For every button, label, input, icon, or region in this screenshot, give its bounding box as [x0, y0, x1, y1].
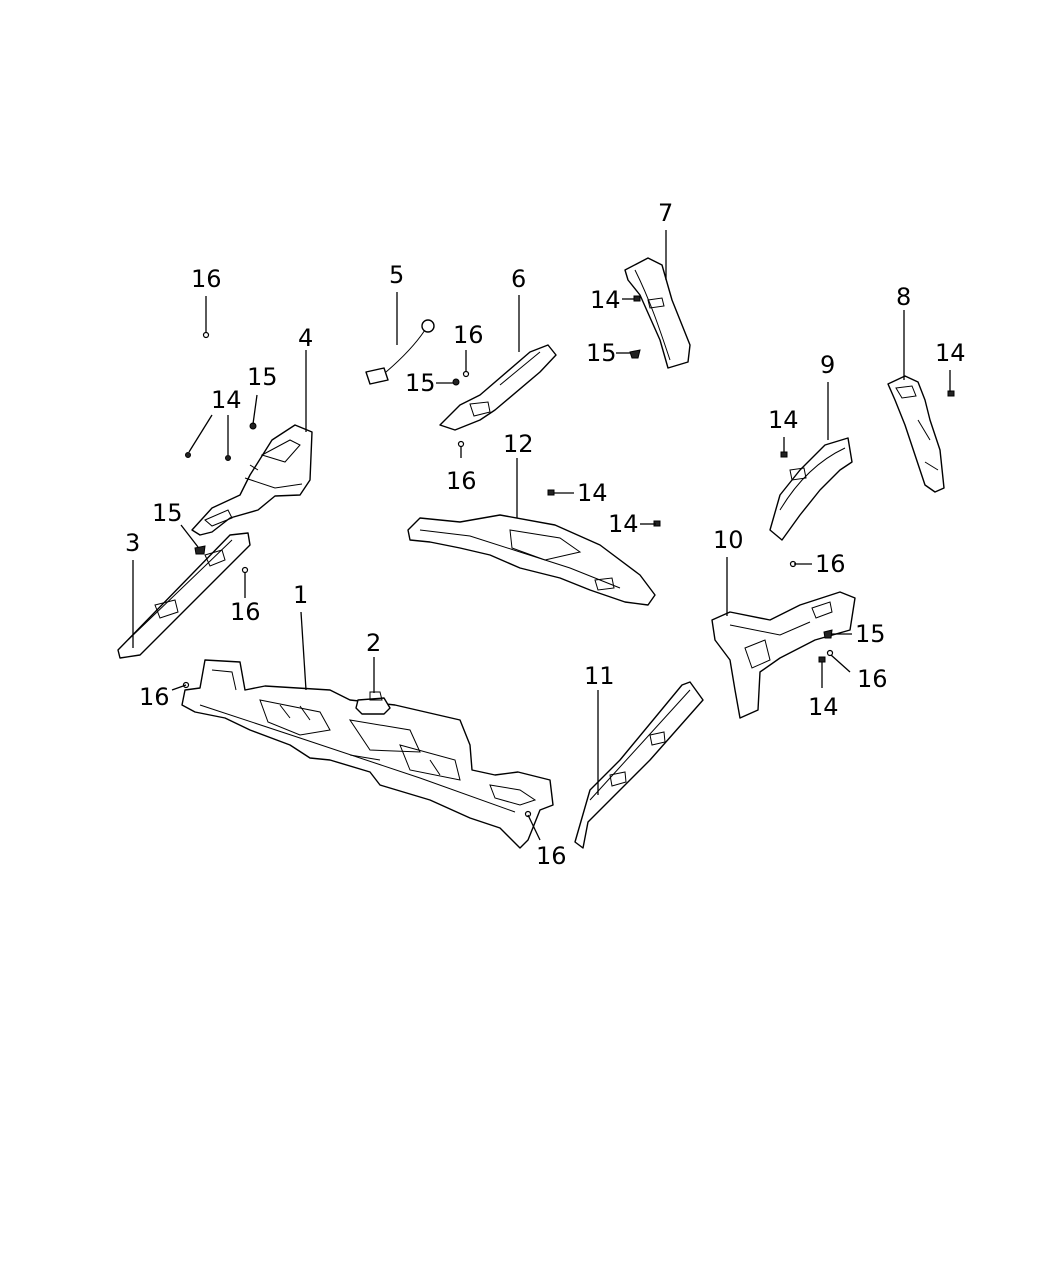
callout-1: 1: [293, 581, 308, 609]
clip-14-e: [547, 489, 555, 496]
callout-16: 16: [139, 683, 170, 711]
part-9-arched-trim: [769, 437, 853, 541]
callout-12: 12: [503, 430, 534, 458]
callout-10: 10: [713, 526, 744, 554]
clip-14-a: [633, 295, 641, 302]
callout-8: 8: [896, 283, 911, 311]
part-6-upper-trim-bar: [439, 344, 557, 431]
screw-16-c: [457, 440, 465, 448]
screw-16-d: [241, 566, 249, 574]
callout-16: 16: [536, 842, 567, 870]
clip-14-c2: [225, 455, 231, 461]
callout-16: 16: [453, 321, 484, 349]
callout-5: 5: [389, 261, 404, 289]
callout-16: 16: [857, 665, 888, 693]
callout-16: 16: [446, 467, 477, 495]
callout-15: 15: [855, 620, 886, 648]
callout-16: 16: [230, 598, 261, 626]
callout-9: 9: [820, 351, 835, 379]
callout-7: 7: [658, 199, 673, 227]
callout-14: 14: [768, 406, 799, 434]
part-2-connector: [355, 691, 391, 715]
part-1-floor-trim-panel: [181, 659, 554, 849]
callout-4: 4: [298, 324, 313, 352]
callout-16: 16: [815, 550, 846, 578]
callout-15: 15: [247, 363, 278, 391]
callout-3: 3: [125, 529, 140, 557]
callout-6: 6: [511, 265, 526, 293]
callout-15: 15: [405, 369, 436, 397]
part-3-sill-trim-left: [117, 532, 251, 659]
screw-16-h: [826, 649, 834, 657]
callout-16: 16: [191, 265, 222, 293]
callout-14: 14: [808, 693, 839, 721]
clip-14-c1: [185, 452, 191, 458]
part-10-right-wheelhouse-trim: [711, 591, 856, 719]
callout-11: 11: [584, 662, 615, 690]
clip-14-g: [818, 656, 826, 663]
part-7-pillar-trim: [624, 257, 691, 369]
pin-15-d: [194, 545, 206, 555]
part-12-rear-cross-trim: [407, 514, 656, 606]
callout-14: 14: [577, 479, 608, 507]
hardware-fasteners: [182, 295, 955, 818]
screw-16-top-left: [202, 331, 210, 339]
part-8-right-upper-trim: [887, 375, 945, 493]
clip-14-d: [780, 451, 788, 458]
callout-15: 15: [586, 339, 617, 367]
leader-lines: [132, 230, 951, 841]
pin-15-e: [823, 629, 833, 639]
callout-14: 14: [590, 286, 621, 314]
callout-labels: 16 5 6 7 8 14 15 16 15 14 4 15 14 9 14 1…: [125, 199, 966, 870]
part-4-left-wheelhouse-trim: [191, 424, 313, 536]
screw-16-b: [462, 370, 470, 378]
pin-15-a: [629, 349, 641, 359]
callout-14: 14: [608, 510, 639, 538]
pin-15-b: [452, 378, 460, 386]
part-11-sill-trim-right: [574, 681, 704, 849]
clip-14-b: [947, 390, 955, 397]
callout-2: 2: [366, 629, 381, 657]
callout-14: 14: [935, 339, 966, 367]
callout-15: 15: [152, 499, 183, 527]
part-5-wire-sensor: [365, 319, 435, 385]
callout-14: 14: [211, 386, 242, 414]
